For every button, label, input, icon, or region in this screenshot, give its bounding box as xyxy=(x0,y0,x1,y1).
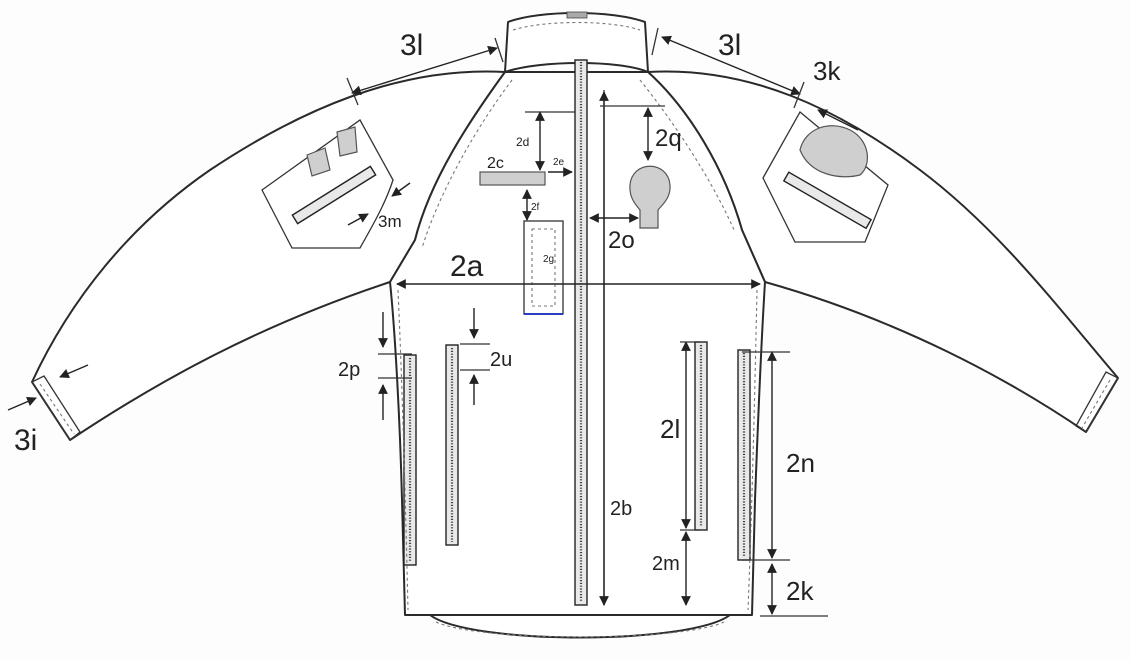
right-sleeve-pocket-zipper xyxy=(782,171,873,230)
label-2l: 2l xyxy=(660,414,680,444)
label-3l-left: 3l xyxy=(400,29,423,62)
left-sleeve-badge-2 xyxy=(336,126,358,157)
dim-3m-line xyxy=(391,182,411,197)
left-sleeve-badge-1 xyxy=(306,147,331,177)
hem-band xyxy=(429,614,731,639)
name-tape-patch xyxy=(479,171,546,186)
label-2a: 2a xyxy=(450,250,484,283)
left-inner-pocket-zipper xyxy=(445,344,459,546)
center-front-zipper xyxy=(574,59,588,606)
label-2f: 2f xyxy=(531,202,540,213)
right-sleeve-patch xyxy=(799,125,868,178)
label-2c: 2c xyxy=(487,155,504,172)
label-3m: 3m xyxy=(378,212,402,231)
dim-3k-line xyxy=(817,109,859,131)
label-3k: 3k xyxy=(813,56,841,86)
right-cuff xyxy=(1075,371,1119,433)
collar xyxy=(504,12,649,73)
label-3l-right: 3l xyxy=(718,29,741,62)
label-2q: 2q xyxy=(655,125,682,152)
right-sleeve-pocket xyxy=(762,111,889,243)
label-2b: 2b xyxy=(610,498,632,520)
label-2m: 2m xyxy=(652,553,680,575)
label-2n: 2n xyxy=(786,448,815,478)
label-2o: 2o xyxy=(608,227,635,254)
collar-tab xyxy=(566,11,588,19)
dim-3l-left-line xyxy=(351,45,498,96)
label-2k: 2k xyxy=(786,576,814,606)
label-2d: 2d xyxy=(516,135,529,149)
label-2p: 2p xyxy=(338,359,360,381)
chest-emblem xyxy=(629,165,671,229)
left-sleeve-pocket xyxy=(261,119,394,249)
left-sleeve-pocket-zipper xyxy=(291,165,377,225)
dim-3l-right-line xyxy=(661,35,801,96)
label-2g: 2g xyxy=(543,254,554,265)
left-cuff xyxy=(31,375,81,441)
label-2u: 2u xyxy=(490,349,512,371)
label-3i: 3i xyxy=(14,424,37,457)
label-2e: 2e xyxy=(553,157,565,168)
dim-3i-line xyxy=(7,396,37,411)
right-inner-pocket-zipper xyxy=(694,341,708,531)
